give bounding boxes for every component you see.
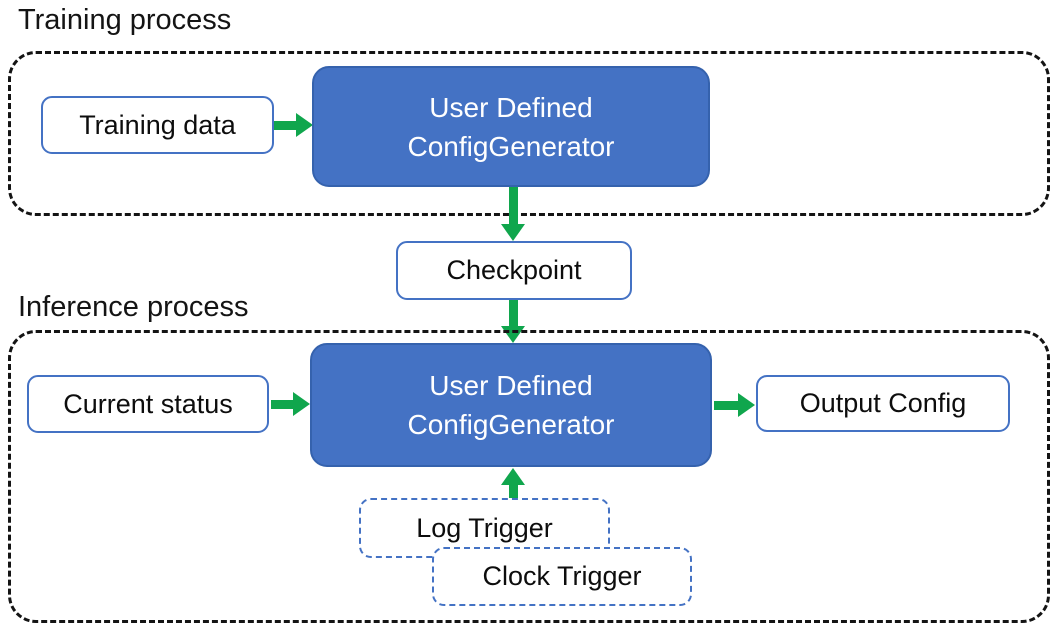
arrow-current-status-to-generator (271, 392, 310, 417)
arrow-shaft (271, 400, 296, 409)
inference-generator-box: User Defined ConfigGenerator (310, 343, 712, 467)
clock-trigger-box: Clock Trigger (432, 547, 692, 606)
training-generator-line2: ConfigGenerator (407, 130, 615, 162)
training-process-group-frame (8, 51, 1050, 216)
checkpoint-box: Checkpoint (396, 241, 632, 300)
arrow-shaft (509, 187, 518, 227)
arrow-triggers-to-generator (501, 468, 526, 498)
arrow-head-right-icon (296, 113, 313, 137)
arrow-training-data-to-generator (274, 113, 313, 138)
inference-generator-line2: ConfigGenerator (407, 409, 615, 440)
inference-process-title: Inference process (18, 291, 249, 323)
training-generator-line1: User Defined (429, 91, 593, 123)
output-config-box: Output Config (756, 375, 1010, 432)
arrow-shaft (274, 121, 299, 130)
arrow-head-down-icon (501, 224, 525, 241)
arrow-head-up-icon (501, 468, 525, 485)
inference-generator-line1: User Defined (429, 370, 593, 401)
arrow-shaft (509, 300, 518, 329)
current-status-box: Current status (27, 375, 269, 433)
training-process-title: Training process (18, 4, 232, 36)
arrow-shaft (714, 401, 741, 410)
arrow-shaft (509, 483, 518, 498)
arrow-head-right-icon (293, 392, 310, 416)
inference-process-group-frame (8, 330, 1050, 623)
arrow-generator-to-output-config (714, 393, 755, 418)
arrow-generator-to-checkpoint (501, 187, 526, 241)
training-generator-box: User Defined ConfigGenerator (312, 66, 710, 187)
arrow-head-right-icon (738, 393, 755, 417)
training-data-box: Training data (41, 96, 274, 154)
